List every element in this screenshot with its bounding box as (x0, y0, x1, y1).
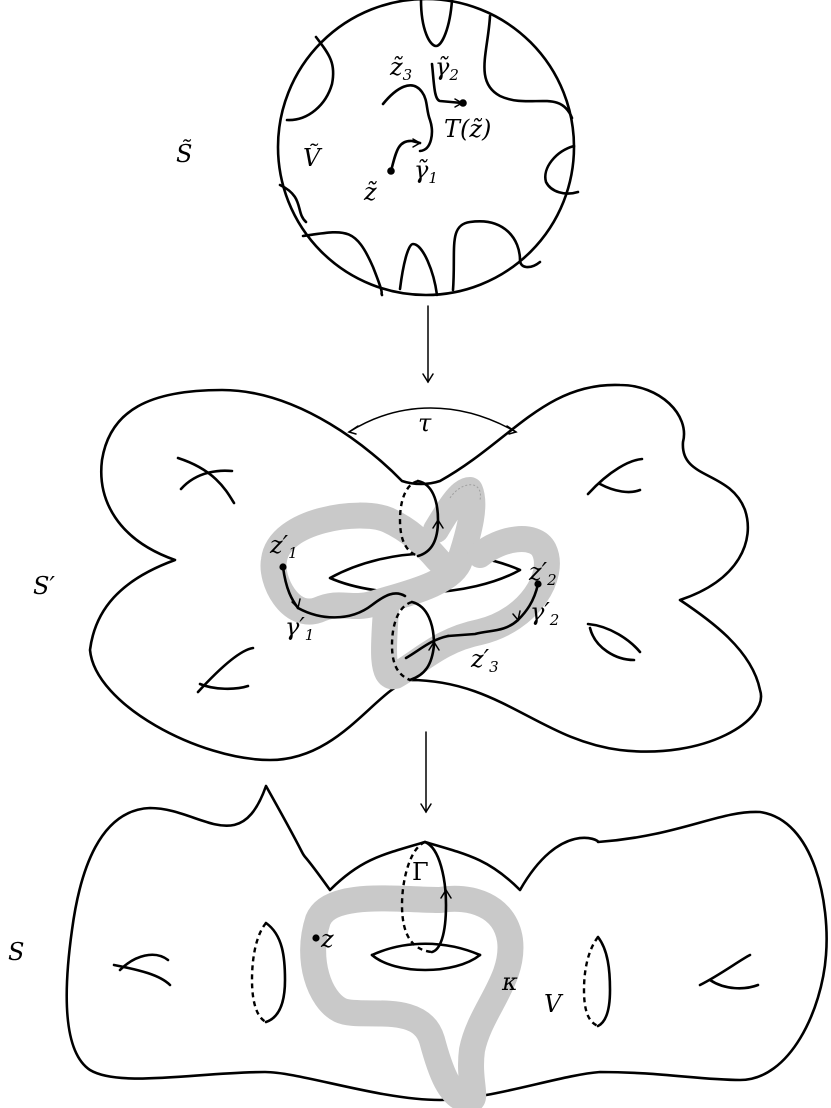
region-upper-right (484, 16, 572, 118)
region-top-cusp (421, 0, 452, 46)
label-gamma2-tilde: γ̃2 (435, 53, 459, 84)
z1-prime-point (279, 563, 286, 570)
hole-lower-left-bottom (200, 684, 248, 689)
kappa-band (313, 898, 510, 1100)
label-S: S (8, 938, 24, 966)
label-kappa: κ (501, 968, 518, 996)
covering-arrow-2 (421, 732, 431, 812)
band-upper (273, 490, 472, 612)
label-z: z (320, 925, 334, 953)
universal-cover-disc: S̃ Ṽ z̃ z̃3 γ̃2 γ̃1 T(z̃) (176, 0, 578, 295)
label-gamma1-tilde: γ̃1 (414, 156, 438, 187)
hole-upper-right-bottom (600, 484, 640, 492)
right-hole-bottom (710, 980, 758, 988)
S-prime-outline (90, 385, 761, 760)
label-gamma2-prime: γ′2 (530, 598, 559, 629)
label-Gamma: Γ (412, 858, 429, 886)
center-hole-bottom (372, 955, 480, 970)
covering-arrow-1 (423, 306, 433, 382)
lifted-loop-bands (273, 485, 546, 677)
z-tilde-point (387, 167, 395, 175)
double-cover-surface: τ S′ z′1 γ′1 z′2 γ′2 z′3 (33, 385, 761, 760)
hole-lower-right-top (588, 624, 640, 652)
region-lower-left (303, 232, 382, 295)
right-neck-solid (598, 937, 610, 1026)
hole-lower-right-bottom (590, 628, 634, 660)
hole-upper-left-top (178, 458, 234, 503)
label-V-tilde: Ṽ (303, 143, 323, 172)
right-neck-dashed (584, 937, 598, 1026)
hole-upper-left-bottom (181, 471, 232, 489)
left-neck-solid (266, 923, 285, 1022)
left-neck-dashed (252, 923, 266, 1022)
region-bottom-cusp (400, 244, 437, 295)
label-z-tilde: z̃ (363, 178, 378, 206)
center-hole-top (372, 944, 480, 955)
label-V: V (544, 990, 564, 1018)
label-S-tilde: S̃ (176, 140, 192, 168)
label-z3-prime: z′3 (470, 645, 499, 676)
tau-arrow-curve (349, 408, 516, 432)
label-z3-tilde: z̃3 (389, 53, 412, 84)
base-surface: S Γ z κ V (8, 786, 827, 1100)
label-T-z-tilde: T(z̃) (444, 115, 491, 143)
label-S-prime: S′ (33, 572, 55, 600)
kappa-band-path (313, 898, 510, 1100)
z-point (312, 934, 319, 941)
right-hole-top (700, 955, 750, 985)
label-tau: τ (418, 409, 432, 437)
T-z-tilde-point (459, 99, 467, 107)
